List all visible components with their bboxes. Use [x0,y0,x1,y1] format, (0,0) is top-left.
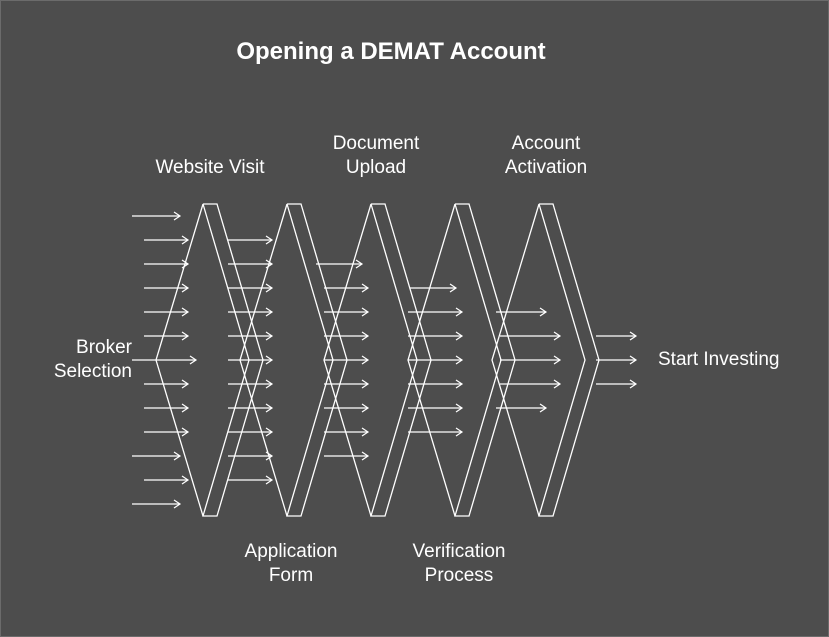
flow-arrow-12 [144,475,190,485]
diagram-title: Opening a DEMAT Account [236,38,546,65]
flow-arrow-29 [324,355,370,365]
flow-arrow-40 [408,427,464,437]
flow-arrow-48 [596,379,638,389]
flow-arrow-32 [324,427,370,437]
stage-label-application-form: Application Form [244,541,338,586]
flow-arrow-7 [144,307,190,317]
stage-label-account-activation: Account Activation [504,133,588,178]
flow-arrow-22 [228,427,274,437]
stage-label-document-upload: Document Upload [332,133,420,178]
flow-arrow-45 [500,379,562,389]
flow-arrow-31 [324,403,370,413]
flow-arrow-18 [228,331,274,341]
stage-label-start-investing: Start Investing [658,349,780,370]
flow-arrow-2 [132,451,182,461]
flow-arrow-17 [228,307,274,317]
flow-arrow-15 [228,259,274,269]
flow-arrow-42 [496,403,548,413]
flow-arrow-11 [144,427,190,437]
flow-arrow-28 [324,331,370,341]
flow-arrow-19 [228,355,274,365]
flow-arrow-13 [132,355,198,365]
flow-arrow-39 [408,403,464,413]
flow-arrow-41 [496,307,548,317]
flow-arrow-1 [132,211,182,221]
flow-arrow-26 [324,283,370,293]
flow-arrow-10 [144,403,190,413]
flow-arrow-27 [324,307,370,317]
flow-arrow-30 [324,379,370,389]
flow-arrow-23 [228,451,274,461]
flow-arrow-37 [408,355,464,365]
flow-arrow-44 [500,355,562,365]
flow-arrow-16 [228,283,274,293]
flow-arrow-36 [408,331,464,341]
flow-arrow-6 [144,283,190,293]
flow-arrow-35 [408,307,464,317]
flow-arrow-9 [144,379,190,389]
flow-arrow-33 [324,451,370,461]
flow-arrow-25 [316,259,364,269]
flow-arrow-5 [144,259,190,269]
flow-arrow-21 [228,403,274,413]
flow-arrow-34 [410,283,458,293]
stage-label-verification-process: Verification Process [412,541,506,586]
flow-arrow-8 [144,331,190,341]
chevron-outer-5 [538,203,600,517]
flow-arrow-47 [596,355,638,365]
flow-arrow-38 [408,379,464,389]
flow-arrow-24 [228,475,274,485]
flow-arrow-43 [500,331,562,341]
chevron-inner-5 [491,203,540,517]
flow-arrow-20 [228,379,274,389]
flow-arrow-3 [132,499,182,509]
flow-arrow-46 [596,331,638,341]
stage-label-broker-selection: Broker Selection [53,337,132,382]
stage-label-website-visit: Website Visit [155,157,265,178]
flow-arrow-14 [228,235,274,245]
flow-arrow-4 [144,235,190,245]
